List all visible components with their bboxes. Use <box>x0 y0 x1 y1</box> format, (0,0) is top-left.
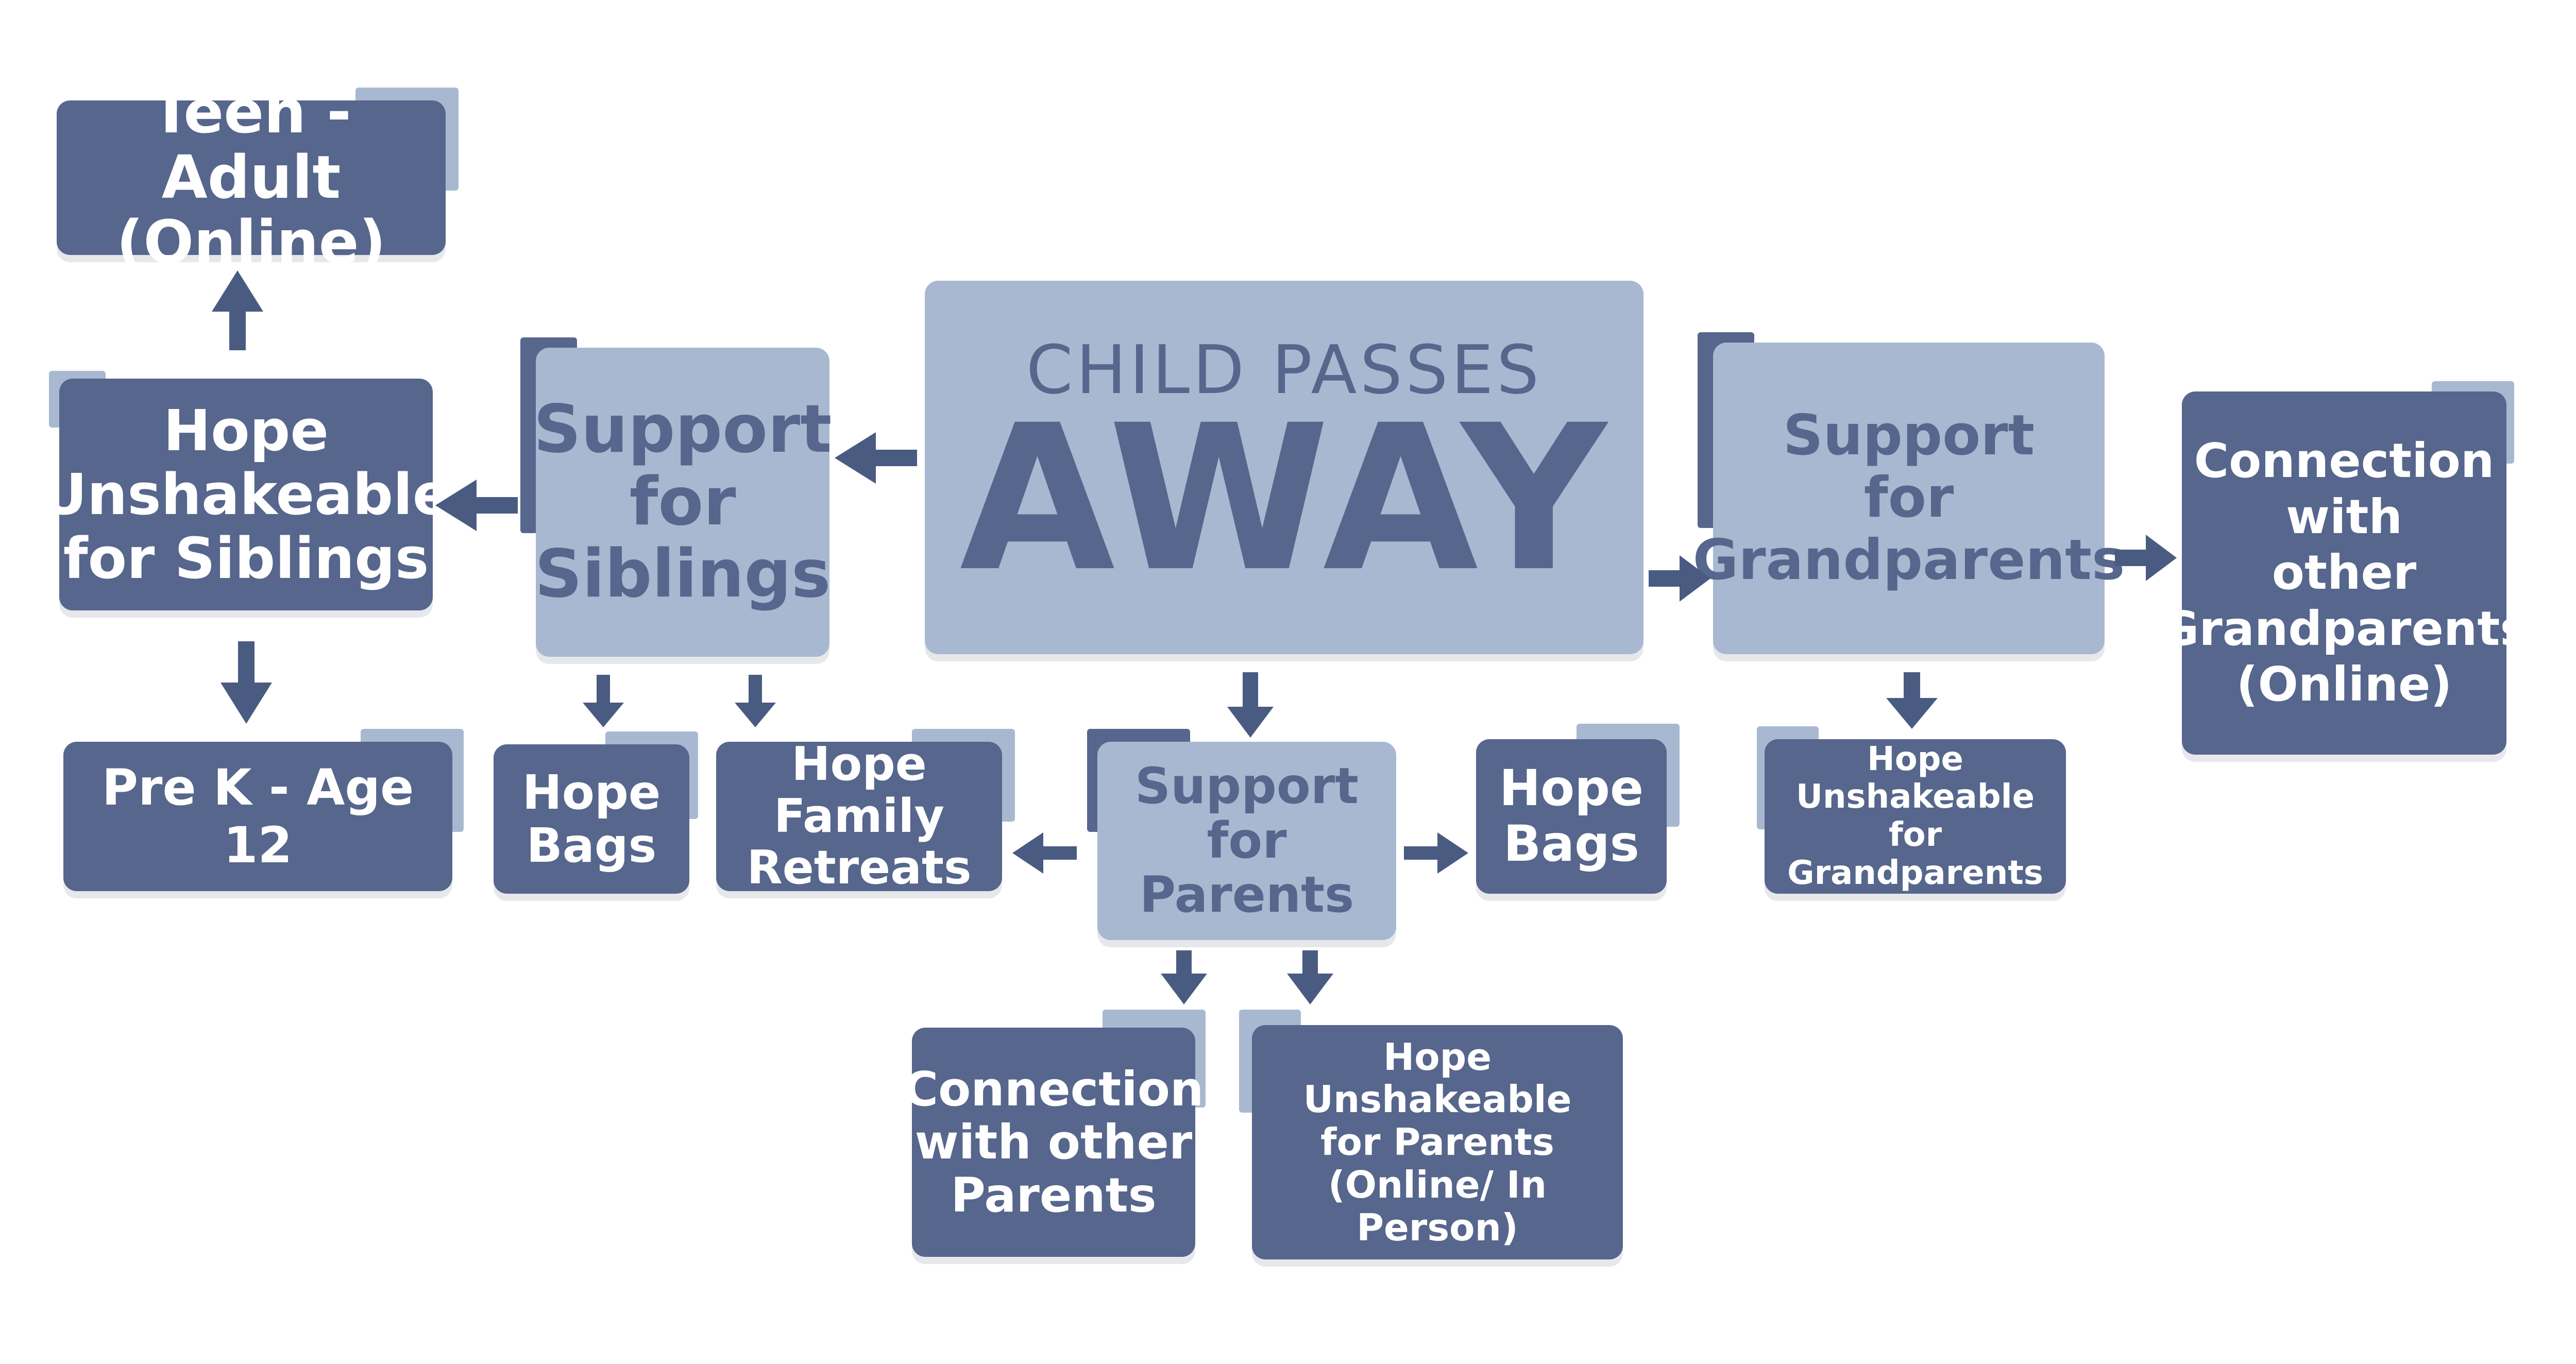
support-for-parents-box: Support for Parents <box>1097 742 1396 940</box>
teen-adult-label: Teen - Adult (Online) <box>116 78 386 278</box>
arrow-icon <box>1227 672 1274 738</box>
support-for-grandparents-box: Support for Grandparents <box>1693 343 2125 654</box>
hope-unshakeable-siblings-label: Hope Unshakeable for Siblings <box>41 397 451 592</box>
support-for-grandparents-label: Support for Grandparents <box>1692 403 2125 592</box>
hope-bags-parents-box: Hope Bags <box>1476 739 1667 894</box>
connection-parents-box: Connection with other Parents <box>904 1028 1204 1257</box>
arrow-icon <box>735 675 776 727</box>
hope-unshakeable-siblings-box: Hope Unshakeable for Siblings <box>41 379 451 610</box>
hope-unshakeable-grandparents-box: Hope Unshakeable for Grandparents <box>1765 739 2066 894</box>
connection-grandparents-label: Connection with other Grandparents (Onli… <box>2160 433 2529 712</box>
center-line-1: CHILD PASSES <box>1026 330 1543 409</box>
arrow-icon <box>1649 555 1710 602</box>
support-for-siblings-box: Support for Siblings <box>533 348 832 657</box>
hope-bags-siblings-label: Hope Bags <box>522 764 661 873</box>
arrow-icon <box>1886 672 1938 729</box>
connection-grandparents-box: Connection with other Grandparents (Onli… <box>2160 391 2528 755</box>
connection-parents-label: Connection with other Parents <box>903 1061 1204 1223</box>
hope-bags-parents-label: Hope Bags <box>1499 759 1644 873</box>
hope-family-retreats-box: Hope Family Retreats <box>716 737 1002 895</box>
arrow-icon <box>1404 832 1468 874</box>
hope-family-retreats-label: Hope Family Retreats <box>747 737 972 895</box>
arrow-icon <box>835 432 917 484</box>
prek-age12-box: Pre K - Age 12 <box>63 742 452 891</box>
support-for-siblings-label: Support for Siblings <box>533 390 832 613</box>
hope-unshakeable-parents-label: Hope Unshakeable for Parents (Online/ In… <box>1303 1035 1572 1249</box>
arrow-icon <box>1161 950 1207 1004</box>
arrow-icon <box>1287 950 1333 1004</box>
support-for-parents-label: Support for Parents <box>1134 757 1359 924</box>
arrow-icon <box>583 675 624 727</box>
center-line-2: AWAY <box>959 381 1609 616</box>
hope-unshakeable-grandparents-label: Hope Unshakeable for Grandparents <box>1787 740 2043 892</box>
child-passes-away-box: CHILD PASSES AWAY <box>925 281 1643 654</box>
arrow-icon <box>212 270 263 350</box>
arrow-icon <box>221 641 272 724</box>
arrow-icon <box>2115 535 2177 581</box>
hope-bags-siblings-box: Hope Bags <box>494 744 689 894</box>
prek-age12-label: Pre K - Age 12 <box>101 759 414 874</box>
teen-adult-box: Teen - Adult (Online) <box>57 80 446 275</box>
arrow-icon <box>435 480 518 531</box>
hope-unshakeable-parents-box: Hope Unshakeable for Parents (Online/ In… <box>1252 1025 1623 1259</box>
arrow-icon <box>1012 832 1077 874</box>
